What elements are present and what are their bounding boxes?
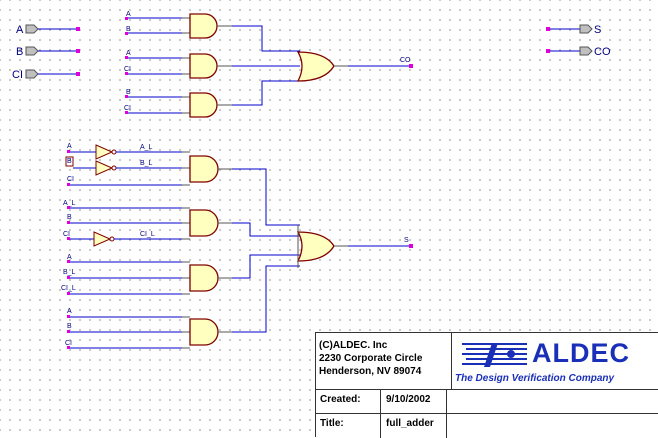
svg-text:S: S [594, 24, 601, 36]
input-port-a[interactable]: A [16, 24, 80, 36]
svg-text:B: B [126, 89, 131, 96]
sum-or-gate[interactable]: S [296, 225, 413, 268]
svg-text:CO: CO [400, 57, 411, 64]
svg-text:CI: CI [67, 176, 74, 183]
svg-text:CI: CI [63, 231, 70, 238]
inverter-b[interactable]: B B_L [65, 156, 182, 176]
svg-text:A: A [67, 254, 72, 261]
carry-and-gate-3[interactable]: B CI [124, 80, 300, 118]
svg-text:A: A [67, 143, 72, 150]
svg-text:A_L: A_L [140, 144, 153, 151]
svg-text:CO: CO [594, 46, 611, 58]
svg-text:B_L: B_L [140, 160, 153, 167]
carry-or-gate[interactable]: CO [296, 51, 413, 82]
svg-text:B: B [67, 214, 72, 221]
sum-and-gate-1[interactable]: CI [67, 151, 300, 226]
title-label: Title: [320, 418, 344, 429]
svg-text:CI_L: CI_L [140, 231, 155, 238]
svg-text:B: B [67, 323, 72, 330]
sum-and-gate-2[interactable]: A_L B CI CI_L [63, 200, 300, 247]
output-port-co[interactable]: CO [546, 46, 611, 58]
svg-text:A: A [67, 308, 72, 315]
svg-text:B: B [126, 26, 131, 33]
output-port-s[interactable]: S [546, 24, 601, 36]
carry-and-gate-1[interactable]: A B [125, 11, 300, 52]
svg-text:S: S [404, 237, 409, 244]
svg-text:B_L: B_L [63, 269, 76, 276]
company-city: Henderson, NV 89074 [319, 366, 422, 377]
design-title: full_adder [386, 418, 434, 429]
svg-text:A: A [126, 11, 131, 18]
svg-text:CI: CI [124, 66, 131, 73]
company-name: (C)ALDEC. Inc [319, 340, 388, 351]
svg-text:CI: CI [65, 340, 72, 347]
sum-and-gate-3[interactable]: A B_L CI_L [61, 254, 300, 295]
svg-text:CI_L: CI_L [61, 285, 76, 292]
sum-and-gate-4[interactable]: A B CI [65, 265, 300, 349]
created-date: 9/10/2002 [386, 394, 431, 405]
company-address: 2230 Corporate Circle [319, 353, 423, 364]
svg-text:CI: CI [124, 105, 131, 112]
aldec-logo-text: ALDEC [532, 338, 630, 368]
svg-text:A_L: A_L [63, 200, 76, 207]
carry-and-gate-2[interactable]: A CI [124, 50, 300, 79]
svg-text:A: A [16, 24, 24, 36]
svg-text:B: B [16, 46, 23, 58]
inverter-a[interactable]: A A_L [67, 143, 182, 160]
input-port-ci[interactable]: CI [12, 69, 80, 81]
svg-text:CI: CI [12, 69, 23, 81]
company-tagline: The Design Verification Company [455, 373, 615, 384]
input-port-b[interactable]: B [16, 46, 80, 58]
svg-text:A: A [126, 50, 131, 57]
created-label: Created: [320, 394, 361, 405]
svg-text:B: B [67, 158, 72, 165]
